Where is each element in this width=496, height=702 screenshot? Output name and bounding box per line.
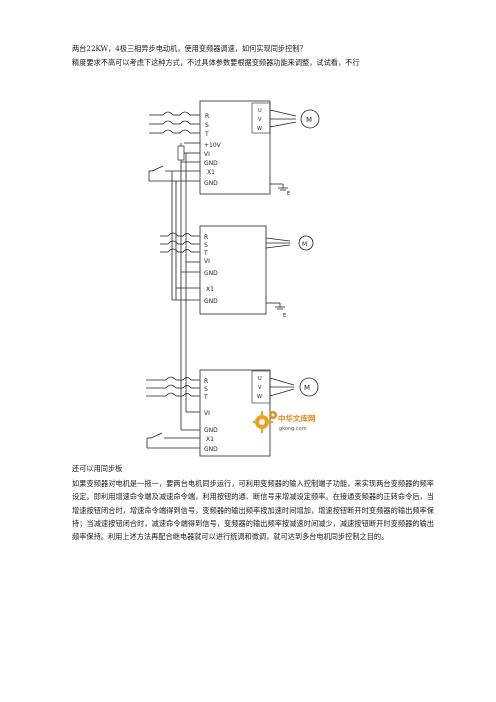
vfd1-supply — [149, 111, 200, 134]
vfd1-output: U — [258, 108, 262, 114]
vfd2-supply — [160, 232, 200, 253]
motor2-label: M — [302, 241, 307, 248]
gear-icon — [253, 411, 277, 433]
question-title: 两台22KW，4极三相异步电动机，使用变频器调速，如何实现同步控制？ — [72, 44, 307, 53]
vfd1-terminal: S — [205, 122, 209, 129]
caption: 还可以用同步板 — [72, 464, 123, 473]
vfd2-terminal: GND — [204, 298, 218, 305]
vfd3-terminal: X1 — [206, 436, 214, 443]
body-paragraph: 如果变频器对电机是一拖一，要两台电机同步运行，可利用变频器的输入控制端子功能，来… — [72, 479, 434, 542]
vfd1-terminal: GND — [204, 160, 218, 167]
answer-intro: 精度要求不高可以考虑下这种方式，不过具体参数要根据变频器功能来调整，试试看，不行 — [72, 58, 360, 67]
potentiometer — [177, 145, 185, 161]
motor1 — [300, 109, 320, 129]
motor3 — [299, 377, 319, 397]
motor2 — [298, 235, 314, 251]
vfd1-terminal: +10V — [204, 142, 222, 149]
vfd3-terminal: S — [204, 386, 208, 393]
vfd3-supply — [146, 376, 200, 397]
watermark-text: 中华文库网 — [278, 413, 316, 423]
vfd1-output: W — [257, 126, 262, 132]
vfd3-output: W — [257, 394, 262, 400]
vfd1-terminal: T — [204, 131, 209, 138]
vfd2-terminal: S — [204, 242, 208, 249]
vfd1-output: V — [258, 117, 262, 123]
vfd1-terminal: R — [205, 113, 209, 120]
vfd3-terminal: GND — [204, 446, 218, 453]
earth2-label: E — [283, 313, 286, 319]
vfd3-terminal: R — [204, 378, 208, 385]
vfd2-terminal: R — [204, 234, 208, 241]
vfd3-terminal: VI — [204, 410, 210, 417]
vfd2-terminal: GND — [204, 270, 218, 277]
vfd3-output: V — [258, 385, 262, 391]
watermark-url: gkong.com — [279, 426, 307, 432]
motor1-label: M — [306, 116, 312, 124]
motor3-label: M — [304, 384, 310, 392]
watermark-logo: 中华文库网 gkong.com — [253, 411, 316, 433]
vfd3-terminal: GND — [204, 427, 218, 434]
earth1-label: E — [287, 191, 290, 197]
vfd2-box — [199, 225, 267, 315]
vfd2-terminal: VI — [204, 258, 210, 265]
vfd1-terminal: X1 — [207, 169, 215, 176]
vfd1-terminal: GND — [204, 180, 218, 187]
vfd1-box — [199, 100, 271, 195]
vfd2-terminal: X1 — [206, 286, 214, 293]
vfd2-terminal: T — [203, 250, 208, 257]
vfd3-output: U — [258, 376, 262, 382]
vfd3-terminal: T — [203, 394, 208, 401]
vfd1-output-block — [251, 102, 271, 134]
vfd1-terminal: VI — [204, 151, 210, 158]
